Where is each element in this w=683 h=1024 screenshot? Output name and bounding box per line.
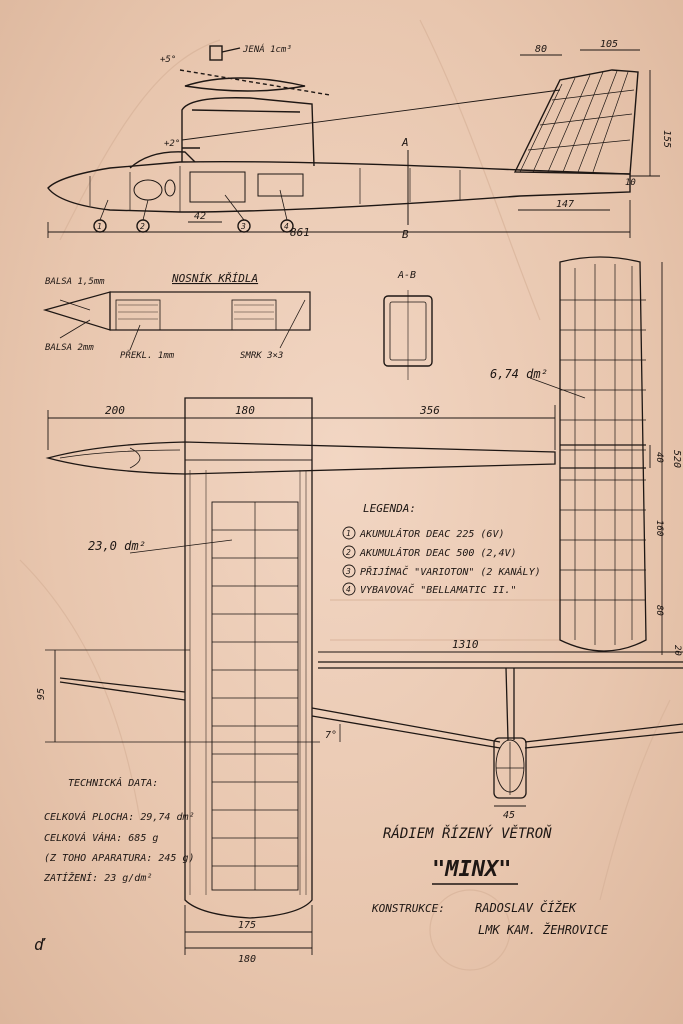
front-fuselage xyxy=(493,737,527,799)
spar-title: NOSNÍK KŘÍDLA xyxy=(171,272,258,285)
section-ab xyxy=(383,290,433,380)
legend-item-4: VYBAVOVAČ "BELLAMATIC II." xyxy=(360,583,517,596)
side-canopy xyxy=(129,151,196,169)
top-stabilizer xyxy=(559,256,647,652)
designer-name: RADOSLAV ČÍŽEK xyxy=(475,900,577,915)
stab-area: 6,74 dm² xyxy=(490,367,548,381)
dim-80: 80 xyxy=(535,44,547,55)
wing-area: 23,0 dm² xyxy=(88,539,146,553)
tech-data: TECHNICKÁ DATA: CELKOVÁ PLOCHA: 29,74 dm… xyxy=(43,776,195,884)
legend-num-4: 4 xyxy=(346,585,351,594)
tech-line-1: CELKOVÁ PLOCHA: 29,74 dm² xyxy=(44,810,195,823)
dim-155: 155 xyxy=(661,130,672,148)
angle-up5: +5° xyxy=(160,55,176,65)
legend-num-2: 2 xyxy=(346,548,351,557)
weight-note: JENÁ 1cm³ xyxy=(242,43,292,55)
dim-10: 10 xyxy=(625,178,636,188)
dim-356: 356 xyxy=(419,404,440,417)
section-ab-label: A-B xyxy=(397,270,416,281)
signature-mark: ď xyxy=(34,935,46,954)
legend-item-2: AKUMULÁTOR DEAC 500 (2,4V) xyxy=(359,546,517,559)
legend-item-1: AKUMULÁTOR DEAC 225 (6V) xyxy=(359,527,505,540)
tech-title: TECHNICKÁ DATA: xyxy=(68,776,158,789)
tech-line-3: (Z TOHO APARATURA: 245 g) xyxy=(44,853,195,864)
dim-42: 42 xyxy=(194,211,206,222)
top-fuselage xyxy=(45,441,556,475)
spar-airfoil-tip xyxy=(42,291,111,331)
callout-1-num: 1 xyxy=(97,222,102,231)
front-fin xyxy=(505,667,515,741)
top-view xyxy=(45,256,663,955)
dim-175: 175 xyxy=(238,920,256,931)
dim-1310: 1310 xyxy=(452,638,479,651)
section-mark-a: A xyxy=(401,136,409,149)
top-view-labels: 200 180 356 23,0 dm² 6,74 dm² 520 40 160… xyxy=(88,367,682,965)
dim-160: 160 xyxy=(654,520,664,536)
callout-3-num: 3 xyxy=(240,222,246,231)
dim-7deg: 7° xyxy=(325,730,337,741)
ghost-background xyxy=(19,19,671,971)
dim-861: 861 xyxy=(290,226,310,239)
spar-spruce: SMRK 3×3 xyxy=(240,351,283,361)
side-fin xyxy=(513,69,639,175)
front-view xyxy=(45,649,683,807)
front-wing-left xyxy=(59,677,186,701)
designer-club: LMK KAM. ŽEHROVICE xyxy=(478,922,609,937)
legend-num-3: 3 xyxy=(345,567,351,576)
dim-40: 40 xyxy=(654,452,664,463)
front-wing-right xyxy=(311,707,683,749)
dim-200: 200 xyxy=(105,404,125,417)
dim-180-top: 180 xyxy=(235,404,255,417)
legend-title: LEGENDA: xyxy=(363,502,416,515)
top-wing xyxy=(184,397,313,919)
tech-line-2: CELKOVÁ VÁHA: 685 g xyxy=(44,831,158,844)
angle-up2: +2° xyxy=(164,139,180,149)
dim-45: 45 xyxy=(503,810,515,821)
dim-180-bottom: 180 xyxy=(238,954,256,965)
dim-520: 520 xyxy=(671,450,682,468)
spar-beam xyxy=(109,291,311,331)
side-view xyxy=(47,45,660,238)
title-subtitle: RÁDIEM ŘÍZENÝ VĚTROŇ xyxy=(383,824,552,842)
dim-80-stab: 80 xyxy=(654,605,664,616)
legend: LEGENDA: 1 2 3 4 AKUMULÁTOR DEAC 225 (6V… xyxy=(342,502,541,596)
tech-line-4: ZATÍŽENÍ: 23 g/dm² xyxy=(43,871,152,884)
callout-2-num: 2 xyxy=(140,222,145,231)
title-block: RÁDIEM ŘÍZENÝ VĚTROŇ "MINX" KONSTRUKCE: … xyxy=(371,824,609,937)
dim-95: 95 xyxy=(36,688,47,700)
dim-20: 20 xyxy=(672,645,682,656)
dim-105: 105 xyxy=(600,39,618,50)
spar-detail-labels: NOSNÍK KŘÍDLA BALSA 1,5mm BALSA 2mm PŘEK… xyxy=(45,272,283,361)
spar-balsa-bottom: BALSA 2mm xyxy=(45,343,94,353)
front-view-labels: 1310 95 7° 45 xyxy=(36,638,515,821)
legend-item-3: PŘIJÍMAČ "VARIOTON" (2 KANÁLY) xyxy=(360,565,541,578)
designer-label: KONSTRUKCE: xyxy=(371,902,445,915)
side-wing-pylon xyxy=(181,97,315,167)
title-name: "MINX" xyxy=(432,857,511,882)
section-mark-b: B xyxy=(402,228,409,241)
spar-plywood: PŘEKL. 1mm xyxy=(120,349,175,361)
front-stabilizer xyxy=(318,661,683,669)
side-fuselage-outline xyxy=(47,160,631,213)
side-view-labels: 861 42 147 80 105 155 10 +5° +2° JENÁ 1c… xyxy=(97,39,672,241)
dim-147: 147 xyxy=(556,199,574,210)
callout-4-num: 4 xyxy=(284,222,289,231)
spar-balsa-top: BALSA 1,5mm xyxy=(45,277,105,287)
spar-detail xyxy=(42,291,311,351)
legend-num-1: 1 xyxy=(346,529,351,538)
side-airfoil-section xyxy=(184,77,306,92)
